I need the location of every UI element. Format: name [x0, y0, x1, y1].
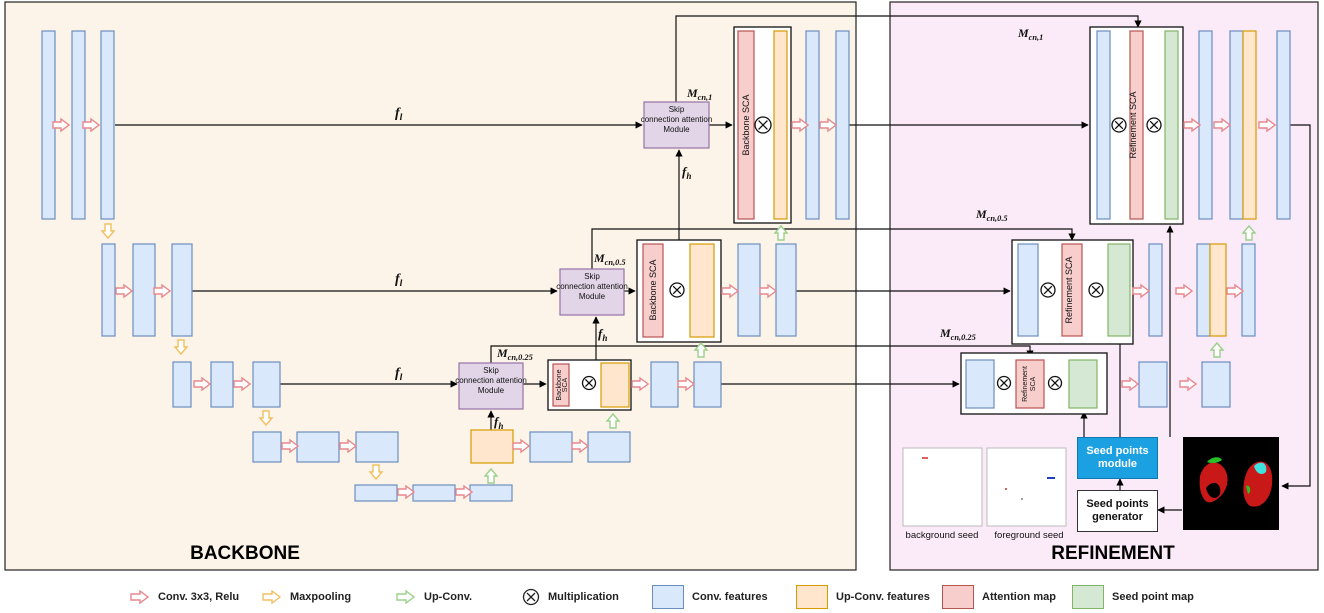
upconv-feature-block: [601, 363, 629, 407]
skip-attention-module-label: Skip: [669, 105, 685, 114]
skip-attention-module-label: Skip: [584, 272, 600, 281]
legend-upfeat-label: Up-Conv. features: [836, 591, 930, 603]
legend-seedmap: Seed point map: [1072, 585, 1194, 609]
conv-feature-block: [172, 244, 192, 336]
background-seed-image: [903, 448, 982, 526]
seed-point-map-block: [1165, 31, 1178, 219]
legend-upconv: Up-Conv.: [396, 585, 472, 609]
upconv-feature-block: [1210, 244, 1226, 336]
conv-feature-block: [1149, 244, 1162, 336]
conv-feature-block: [211, 362, 233, 407]
conv-feature-block: [413, 485, 455, 501]
refinement-title: REFINEMENT: [1051, 543, 1175, 564]
seed-dot: [922, 457, 928, 459]
backbone-sca-label: Backbone SCA: [741, 94, 751, 155]
conv-feature-block: [1202, 362, 1230, 407]
upconv-feature-swatch: [796, 585, 828, 609]
seed-dot: [1005, 488, 1007, 490]
conv-feature-block: [470, 485, 512, 501]
conv-feature-block: [1230, 31, 1243, 219]
skip-attention-module-label: connection attention: [641, 115, 713, 124]
refinement-sca-label: Refinement: [1022, 366, 1029, 402]
legend-mult: Multiplication: [522, 585, 619, 609]
seed-points-generator-label: Seed points generator: [1078, 498, 1157, 524]
conv-feature-block: [356, 432, 398, 462]
legend-seedmap-label: Seed point map: [1112, 591, 1194, 603]
arrow-icon: [130, 590, 150, 604]
upconv-feature-block: [1243, 31, 1256, 219]
conv-feature-block: [1139, 362, 1167, 407]
foreground-seed-label: foreground seed: [994, 530, 1063, 541]
upconv-feature-block: [774, 31, 787, 219]
backbone-sca-label: SCA: [562, 377, 569, 392]
refinement-sca-label: Refinement SCA: [1064, 256, 1074, 323]
conv-feature-block: [173, 362, 191, 407]
refinement-sca-label: SCA: [1030, 376, 1037, 391]
legend-attn-label: Attention map: [982, 591, 1056, 603]
conv-feature-block: [836, 31, 849, 219]
legend-maxpool-label: Maxpooling: [290, 591, 351, 603]
conv-feature-block: [651, 362, 678, 407]
conv-feature-block: [1197, 244, 1210, 336]
legend-mult-label: Multiplication: [548, 591, 619, 603]
conv-feature-block: [102, 244, 115, 336]
legend-conv-label: Conv. 3x3, Relu: [158, 591, 239, 603]
skip-attention-module-label: Skip: [483, 366, 499, 375]
conv-feature-block: [1242, 244, 1255, 336]
seed-point-map-block: [1108, 244, 1130, 336]
background-seed-label: background seed: [906, 530, 979, 541]
segmentation-output-image: [1183, 437, 1279, 530]
backbone-title: BACKBONE: [190, 543, 300, 564]
arrow-up-icon: [396, 590, 416, 604]
multiply-icon: [522, 588, 540, 606]
upconv-feature-block: [690, 244, 714, 337]
seed-points-generator: Seed points generator: [1077, 490, 1158, 532]
skip-attention-module-label: Module: [579, 292, 606, 301]
conv-feature-block: [776, 244, 796, 336]
conv-feature-block: [738, 244, 760, 336]
conv-feature-block: [1097, 31, 1110, 219]
conv-feature-block: [355, 485, 397, 501]
conv-feature-block: [1018, 244, 1038, 336]
legend-attn: Attention map: [942, 585, 1056, 609]
conv-feature-block: [1277, 31, 1290, 219]
refinement-sca-label: Refinement SCA: [1128, 91, 1138, 158]
seed-dot: [1047, 477, 1055, 479]
conv-feature-block: [297, 432, 339, 462]
legend-upfeat: Up-Conv. features: [796, 585, 930, 609]
conv-feature-block: [101, 31, 114, 219]
foreground-seed-image: [987, 448, 1066, 526]
conv-feature-block: [133, 244, 155, 336]
conv-feature-block: [530, 432, 572, 462]
skip-attention-module-label: connection attention: [455, 376, 527, 385]
seed-point-map-swatch: [1072, 585, 1104, 609]
conv-feature-block: [253, 432, 281, 462]
legend-upconv-label: Up-Conv.: [424, 591, 472, 603]
upconv-feature-block: [471, 430, 513, 463]
conv-feature-block: [588, 432, 630, 462]
conv-feature-block: [694, 362, 721, 407]
skip-attention-module-label: Module: [478, 386, 505, 395]
legend-maxpool: Maxpooling: [262, 585, 351, 609]
legend-convfeat-label: Conv. features: [692, 591, 768, 603]
skip-attention-module-label: connection attention: [556, 282, 628, 291]
attention-map-swatch: [942, 585, 974, 609]
seed-point-map-block: [1069, 360, 1097, 408]
conv-feature-block: [253, 362, 280, 407]
seed-points-module: Seed points module: [1077, 437, 1158, 479]
backbone-sca-label: Backbone SCA: [648, 259, 658, 320]
skip-attention-module-label: Module: [663, 125, 690, 134]
conv-feature-swatch: [652, 585, 684, 609]
arrow-down-icon: [262, 590, 282, 604]
seed-dot: [1021, 498, 1023, 500]
legend-conv: Conv. 3x3, Relu: [130, 585, 239, 609]
conv-feature-block: [966, 360, 994, 408]
legend-convfeat: Conv. features: [652, 585, 768, 609]
seed-points-module-label: Seed points module: [1078, 445, 1157, 471]
